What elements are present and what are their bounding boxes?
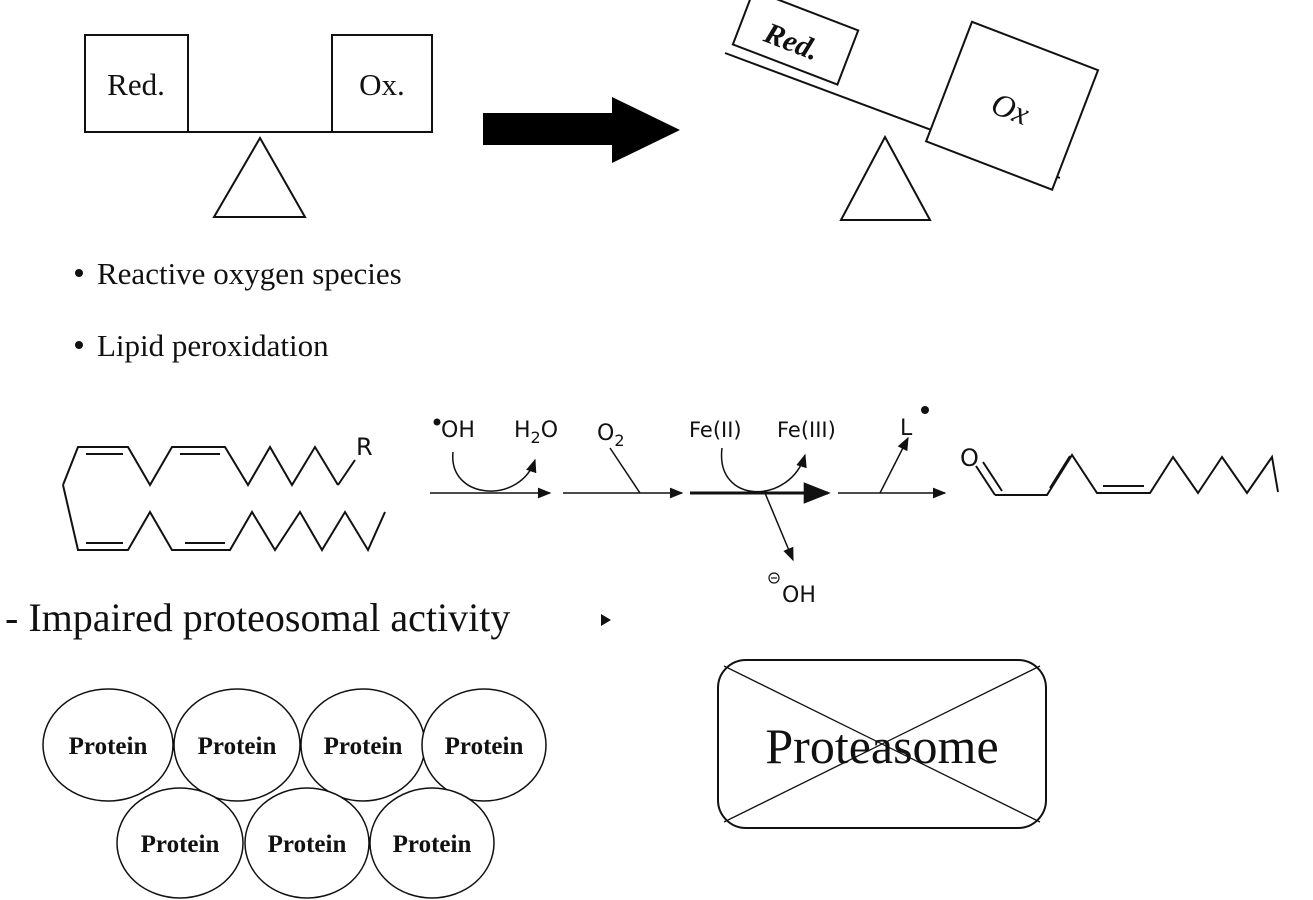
carbonyl-double-bond — [982, 461, 1003, 492]
inhibited-proteasome: Proteasome — [717, 659, 1047, 829]
shift-arrow — [483, 97, 680, 163]
protein-circle — [116, 787, 244, 899]
ferrous-label: Fe(II) — [689, 418, 742, 442]
radical-dot — [433, 418, 441, 426]
ferric-label: Fe(III) — [777, 418, 836, 442]
tipped-fulcrum-triangle — [839, 134, 932, 221]
proteasome-cross-line — [723, 665, 1041, 823]
fulcrum-triangle — [212, 135, 307, 218]
reaction-step-iron: Fe(II) Fe(III) OH — [689, 418, 836, 608]
balanced-scale: Red. Ox. — [84, 34, 433, 218]
impaired-activity-heading: - Impaired proteosomal activity — [5, 595, 510, 640]
bullet-lipid-peroxidation: Lipid peroxidation — [97, 328, 329, 363]
aldehyde-product-structure: O — [960, 444, 1279, 496]
bullet-reactive-oxygen: Reactive oxygen species — [97, 256, 402, 291]
aldehyde-double-bond-1 — [1049, 455, 1071, 489]
reduced-box — [84, 34, 189, 133]
bullet-list: Reactive oxygen species Lipid peroxidati… — [75, 256, 402, 363]
reaction-step-oxygen: O2 — [563, 421, 684, 499]
protein-circle — [173, 688, 301, 802]
tipped-scale: Red. Ox — [724, 0, 1100, 221]
protein-circle — [421, 688, 547, 802]
protein-label: Protein — [141, 831, 220, 858]
proteasome-label: Proteasome — [765, 718, 998, 774]
protein-circle — [244, 787, 370, 899]
lipid-radical-release-arrow — [879, 436, 909, 494]
bullet-dot — [75, 341, 83, 349]
hydroxyl-radical-label: OH — [441, 418, 475, 443]
bullet-dot — [75, 269, 83, 277]
small-pointer-arrow — [601, 614, 611, 626]
oxidized-box — [331, 34, 433, 133]
oxygen-entry-line — [609, 447, 641, 494]
protein-label: Protein — [69, 733, 148, 760]
carbonyl-bond — [975, 465, 996, 496]
protein-label: Protein — [393, 831, 472, 858]
lipid-radical-label: L — [900, 416, 913, 441]
aldehyde-chain — [995, 453, 1279, 496]
protein-circle — [42, 688, 174, 802]
fatty-acid-upper-chain — [62, 445, 339, 487]
r-bond — [337, 459, 356, 486]
r-group-label: R — [356, 433, 373, 461]
step3-curved-arrow — [720, 447, 807, 493]
protein-label: Protein — [445, 733, 524, 760]
protein-label: Protein — [268, 831, 347, 858]
protein-label: Protein — [198, 733, 277, 760]
negative-charge-symbol — [768, 572, 780, 584]
oxidized-label: Ox. — [359, 67, 405, 102]
hydroxide-release-arrow — [764, 492, 794, 562]
protein-aggregate: Protein Protein Protein Protein Protein … — [42, 688, 547, 899]
lipid-radical-dot — [921, 406, 929, 414]
fatty-acid-structure: R — [62, 433, 386, 553]
protein-label: Protein — [324, 733, 403, 760]
hydroxide-label: OH — [782, 583, 816, 608]
water-label: H2O — [514, 418, 558, 447]
fatty-acid-lower-chain — [62, 484, 386, 553]
aldehyde-oxygen-label: O — [960, 444, 979, 472]
protein-circle — [369, 787, 495, 899]
step1-curved-arrow — [452, 451, 537, 492]
tipped-oxidized-box — [924, 20, 1100, 192]
reaction-step-hydroxyl: OH H2O — [430, 418, 558, 499]
reaction-step-lipid-radical: L — [838, 406, 947, 499]
reduced-label: Red. — [107, 67, 165, 102]
tipped-reduced-box — [731, 0, 860, 86]
oxygen-label: O2 — [597, 421, 625, 450]
